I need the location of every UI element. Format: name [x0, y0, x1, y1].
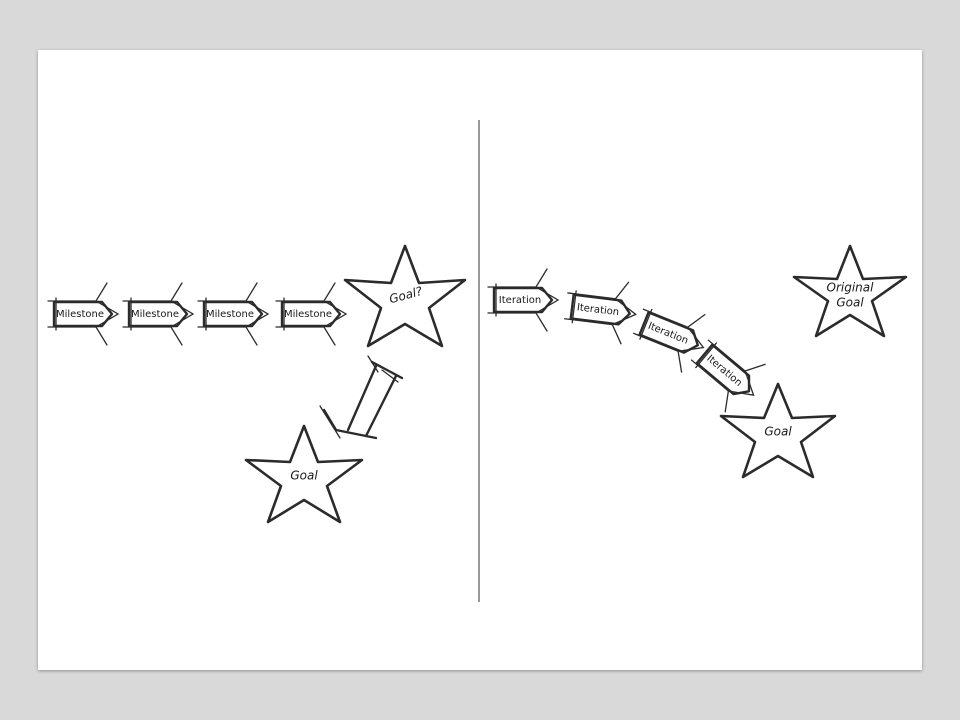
iteration-label: Iteration	[646, 321, 689, 347]
actual-goal-label: Goal	[290, 469, 318, 483]
iteration-label: Iteration	[576, 302, 619, 318]
redirect-arrow	[319, 355, 404, 440]
milestone-arrow: Milestone	[274, 281, 348, 347]
milestone-label: Milestone	[131, 309, 179, 320]
milestone-arrow: Milestone	[121, 281, 195, 347]
slide-canvas	[38, 50, 922, 670]
iteration-label: Iteration	[704, 353, 744, 389]
iteration-arrow: Iteration	[561, 273, 641, 347]
iteration-arrow: Iteration	[678, 325, 775, 421]
milestone-label: Milestone	[56, 309, 104, 320]
reached-goal-star: Goal	[719, 382, 837, 479]
actual-goal-star: Goal	[244, 424, 364, 524]
reached-goal-label: Goal	[764, 425, 792, 439]
iteration-arrow: Iteration	[486, 267, 560, 333]
original-goal-line1: Original	[827, 281, 875, 295]
milestone-label: Milestone	[284, 309, 332, 320]
iteration-label: Iteration	[499, 295, 541, 306]
milestone-arrow: Milestone	[46, 281, 120, 347]
right-panel: Iteration Iteration Iteration Iteration …	[486, 244, 908, 479]
milestone-arrow: Milestone	[196, 281, 270, 347]
iteration-arrow: Iteration	[625, 291, 717, 378]
assumed-goal-star: Goal?	[343, 244, 467, 348]
milestone-label: Milestone	[206, 309, 254, 320]
original-goal-line2: Goal	[836, 296, 864, 310]
left-panel: Milestone Milestone Milestone Milestone …	[46, 244, 467, 524]
original-goal-star: Original Goal	[792, 244, 908, 338]
